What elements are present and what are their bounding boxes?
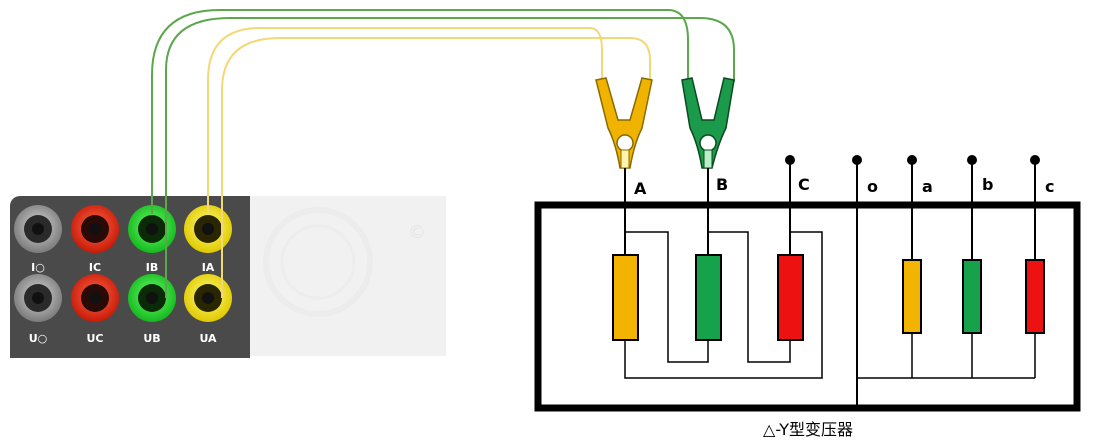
panel-watermark-icon: © [263,207,426,317]
terminal-ic[interactable] [71,205,119,253]
winding-a2 [902,259,922,334]
lead-ua [221,37,651,298]
terminal-uc[interactable] [71,274,119,322]
transformer-caption: △-Y型变压器 [763,420,853,439]
terminal-c-dot [785,155,795,165]
terminal-i-neutral[interactable] [14,205,62,253]
terminal-o-dot [852,155,862,165]
clamp-yellow[interactable] [595,77,653,169]
terminal-ub[interactable] [128,274,176,322]
terminal-label-o: o [867,177,878,196]
svg-text:©: © [408,222,426,243]
label-u-neutral: U○ [29,332,48,345]
delta-wiring [624,231,823,379]
terminal-label-a: A [634,179,647,198]
winding-b [695,254,722,341]
terminal-a-dot [907,155,917,165]
winding-c [777,254,804,341]
terminal-ia[interactable] [184,205,232,253]
terminal-label-b2: b [982,175,993,194]
terminal-c2-dot [1030,155,1040,165]
terminal-b-dot [967,155,977,165]
transformer [534,155,1081,412]
winding-c2 [1025,259,1045,334]
label-ic: IC [89,261,101,274]
label-ia: IA [202,261,215,274]
transformer-frame [534,201,1081,412]
lead-ib [151,9,689,214]
label-ua: UA [199,332,217,345]
clamp-green[interactable] [681,77,735,169]
terminal-ua[interactable] [184,274,232,322]
label-ub: UB [143,332,160,345]
label-ib: IB [146,261,158,274]
terminal-ib[interactable] [128,205,176,253]
star-wiring [857,333,1036,379]
terminal-label-c: C [798,175,810,194]
winding-a [612,254,639,341]
test-leads [151,9,735,298]
terminal-label-c2: c [1045,177,1054,196]
lead-ub [165,17,735,298]
lead-ia [207,27,603,214]
terminal-label-a2: a [922,177,933,196]
label-i-neutral: I○ [31,261,45,274]
winding-b2 [962,259,982,334]
terminal-u-neutral[interactable] [14,274,62,322]
terminal-label-b: B [716,175,728,194]
label-uc: UC [86,332,103,345]
